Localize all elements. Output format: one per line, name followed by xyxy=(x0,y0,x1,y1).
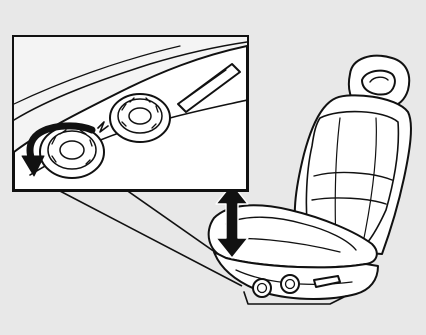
inset-detail-panel xyxy=(13,36,248,191)
seat-knob-recline xyxy=(110,94,170,142)
